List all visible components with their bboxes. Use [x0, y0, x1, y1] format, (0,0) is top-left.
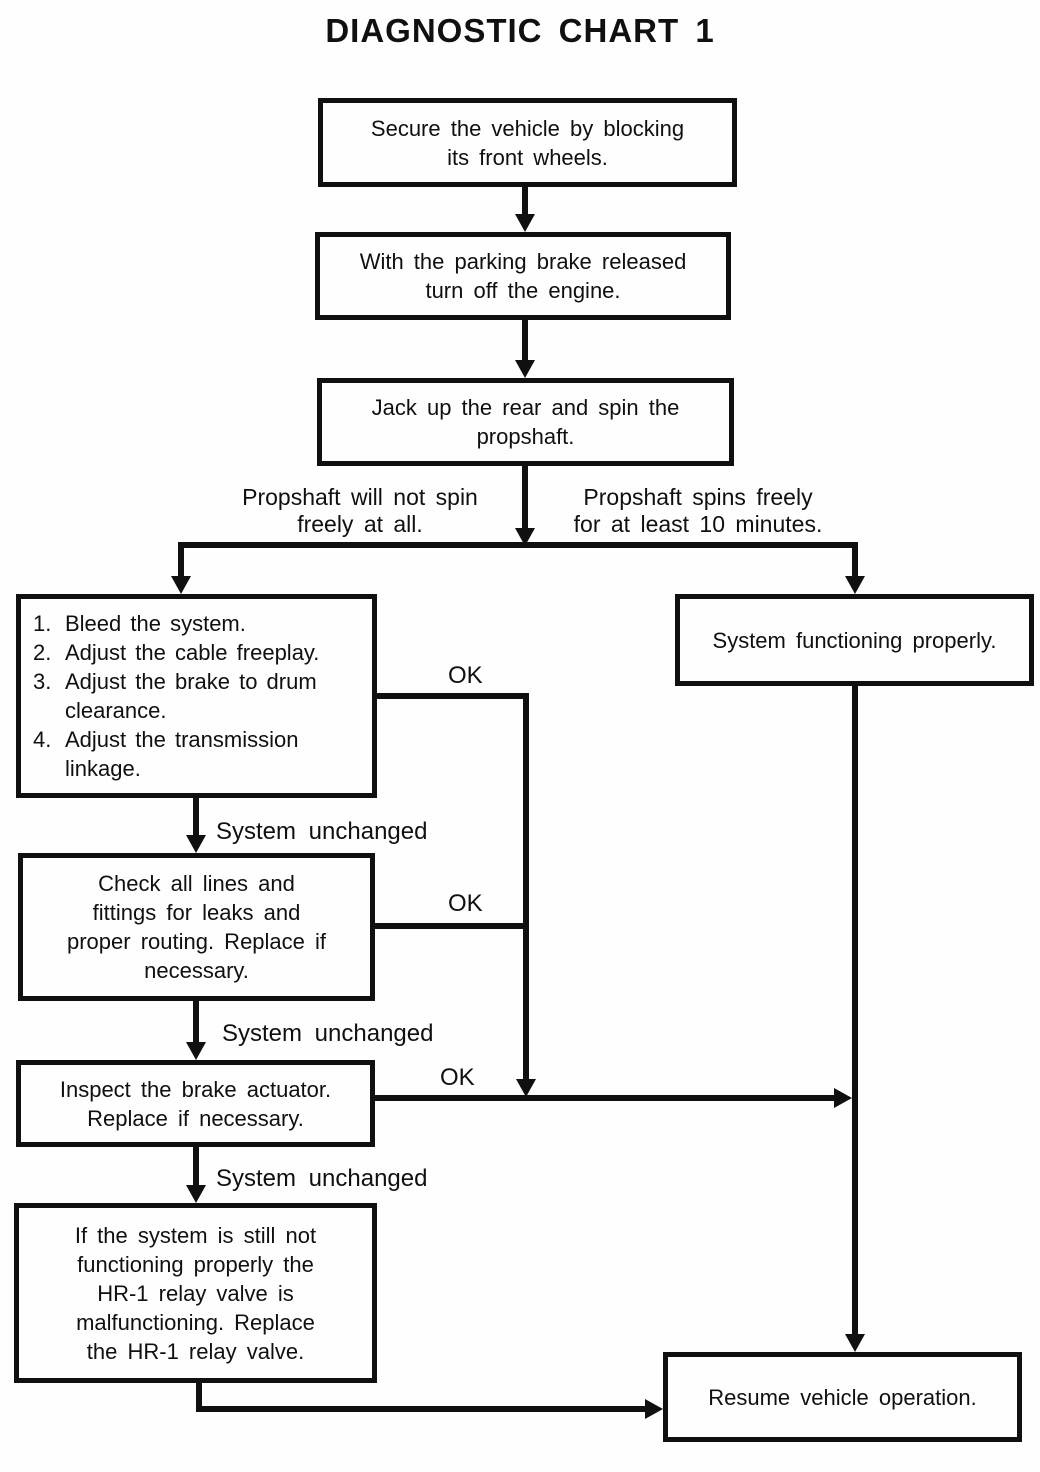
list-item-text: Bleed the system. [65, 611, 246, 636]
list-item-number: 1. [33, 611, 52, 636]
ok3-arrowhead [834, 1088, 852, 1108]
ok1-line [376, 693, 529, 699]
branch-split-line [178, 542, 858, 548]
edge-inspect-to-relay-arrowhead [186, 1185, 206, 1203]
ok3-line [374, 1095, 834, 1101]
flow-node-parking-brake: With the parking brake released turn off… [315, 232, 731, 320]
edge-secure-to-parking-line [522, 187, 528, 215]
edge-relay-to-resume-vline [196, 1381, 202, 1412]
ok-label-2: OK [448, 890, 483, 917]
ok-merge-line [523, 693, 529, 1079]
edge-list-to-check-arrowhead [186, 835, 206, 853]
list-item-text: Adjust the transmission linkage. [65, 727, 299, 781]
flow-node-secure-vehicle: Secure the vehicle by blocking its front… [318, 98, 737, 187]
list-item-text: Adjust the brake to drum clearance. [65, 669, 317, 723]
flow-node-check-lines: Check all lines and fittings for leaks a… [18, 853, 375, 1001]
branch-left-drop-arrowhead [171, 576, 191, 594]
edge-list-to-check-line [193, 798, 199, 836]
list-item-number: 3. [33, 669, 52, 694]
ok2-line [374, 923, 529, 929]
flow-node-inspect-actuator: Inspect the brake actuator. Replace if n… [16, 1060, 375, 1147]
list-item: 2. Adjust the cable freeplay. [33, 638, 364, 667]
edge-systemok-to-resume-line [852, 686, 858, 1334]
flow-node-system-ok: System functioning properly. [675, 594, 1034, 686]
list-item: 1. Bleed the system. [33, 609, 364, 638]
edge-check-to-inspect-line [193, 1000, 199, 1042]
chart-title: DIAGNOSTIC CHART 1 [325, 12, 715, 49]
branch-label-spins-freely: Propshaft spins freely for at least 10 m… [573, 484, 823, 537]
system-unchanged-label-2: System unchanged [222, 1020, 434, 1047]
flow-node-jack-up: Jack up the rear and spin the propshaft. [317, 378, 734, 466]
branch-left-drop-line [178, 542, 184, 576]
edge-secure-to-parking-arrowhead [515, 214, 535, 232]
edge-inspect-to-relay-line [193, 1147, 199, 1187]
edge-relay-to-resume-arrowhead [645, 1399, 663, 1419]
ok-merge-arrowhead [516, 1079, 536, 1097]
branch-right-drop-line [852, 542, 858, 576]
flow-node-replace-relay-valve: If the system is still not functioning p… [14, 1203, 377, 1383]
edge-jack-to-branch-arrowhead [515, 528, 535, 546]
system-unchanged-label-3: System unchanged [216, 1165, 428, 1192]
ok-label-1: OK [448, 662, 483, 689]
system-unchanged-label-1: System unchanged [216, 818, 428, 845]
edge-check-to-inspect-arrowhead [186, 1042, 206, 1060]
list-item-number: 4. [33, 727, 52, 752]
branch-label-not-spin: Propshaft will not spin freely at all. [242, 484, 478, 537]
edge-parking-to-jack-arrowhead [515, 360, 535, 378]
list-item: 3. Adjust the brake to drum clearance. [33, 667, 364, 725]
edge-relay-to-resume-hline [196, 1406, 645, 1412]
edge-parking-to-jack-line [522, 320, 528, 362]
ok-label-3: OK [440, 1064, 475, 1091]
list-item-number: 2. [33, 640, 52, 665]
edge-systemok-to-resume-arrowhead [845, 1334, 865, 1352]
flow-node-adjustment-list: 1. Bleed the system. 2. Adjust the cable… [16, 594, 377, 798]
list-item: 4. Adjust the transmission linkage. [33, 725, 364, 783]
flow-node-resume-operation: Resume vehicle operation. [663, 1352, 1022, 1442]
edge-jack-to-branch-line [522, 466, 528, 530]
list-item-text: Adjust the cable freeplay. [65, 640, 320, 665]
branch-right-drop-arrowhead [845, 576, 865, 594]
